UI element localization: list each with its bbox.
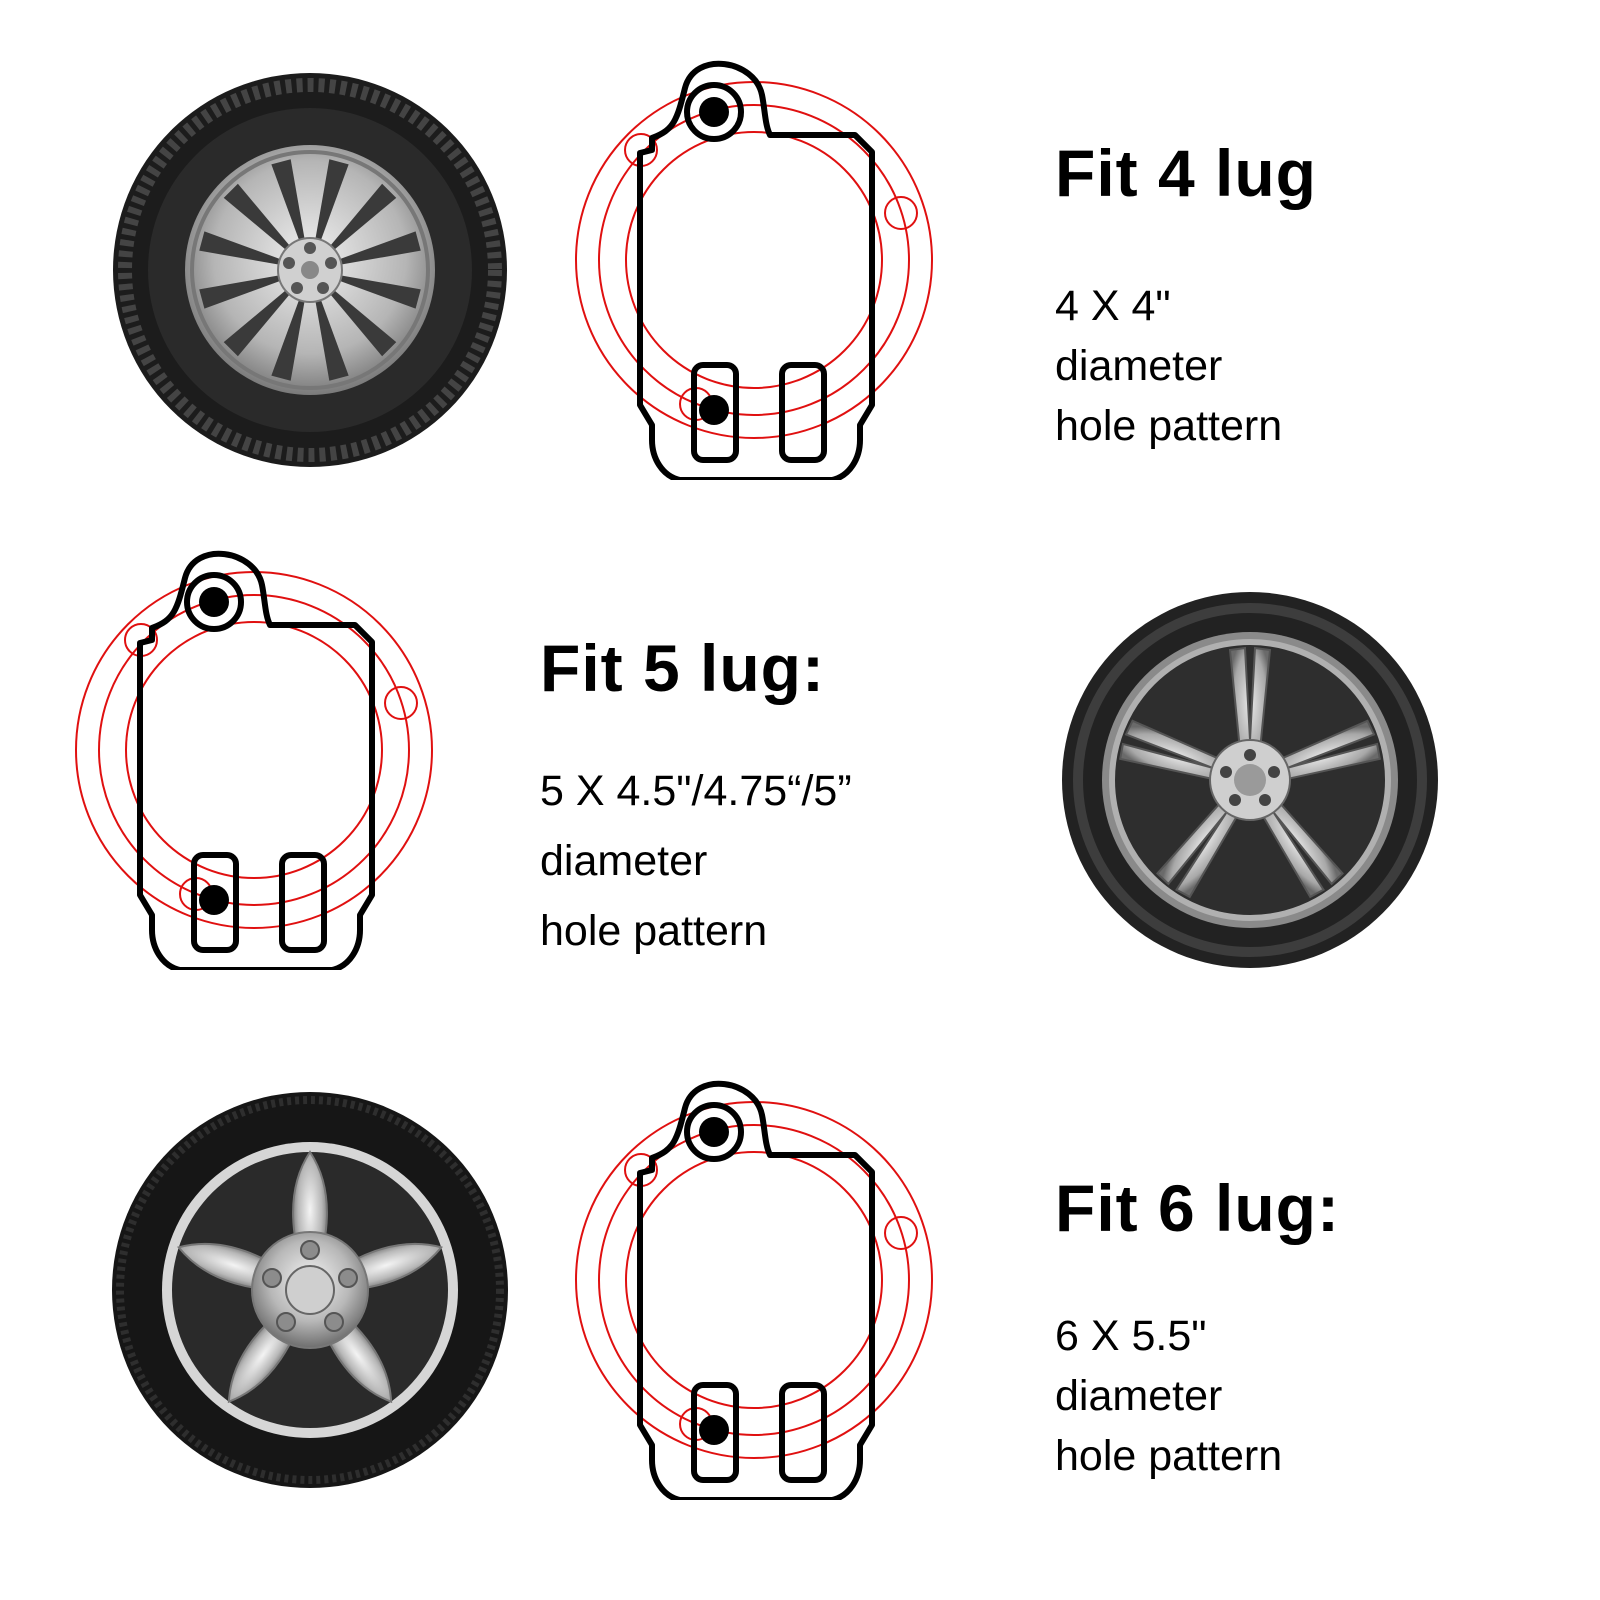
- spec-hole-pattern-label: hole pattern: [1055, 402, 1283, 450]
- section-heading: Fit 4 lug: [1055, 136, 1317, 210]
- bolt-pattern-plate-icon: [570, 40, 970, 480]
- section-5-lug: Fit 5 lug: 5 X 4.5"/4.75“/5” diameter ho…: [540, 635, 1020, 965]
- spec-diameter-label: diameter: [1055, 1372, 1223, 1420]
- section-heading: Fit 6 lug:: [1055, 1171, 1340, 1245]
- spec-pattern: 4 X 4": [1055, 282, 1171, 330]
- section-6-lug: Fit 6 lug: 6 X 5.5" diameter hole patter…: [1055, 1175, 1575, 1505]
- spec-diameter-label: diameter: [1055, 342, 1223, 390]
- spec-pattern: 6 X 5.5": [1055, 1312, 1207, 1360]
- spec-hole-pattern-label: hole pattern: [1055, 1432, 1283, 1480]
- bolt-pattern-plate-icon: [570, 1060, 970, 1500]
- tire-wheel-five-lug-icon: [112, 1092, 508, 1488]
- section-heading: Fit 5 lug:: [540, 631, 825, 705]
- bolt-pattern-plate-icon: [70, 530, 470, 970]
- spec-pattern: 5 X 4.5"/4.75“/5”: [540, 767, 852, 815]
- tire-wheel-five-spoke-icon: [1062, 592, 1438, 968]
- section-4-lug: Fit 4 lug 4 X 4" diameter hole pattern: [1055, 140, 1575, 470]
- tire-wheel-multispoke-icon: [113, 73, 507, 467]
- spec-hole-pattern-label: hole pattern: [540, 907, 768, 955]
- spec-diameter-label: diameter: [540, 837, 708, 885]
